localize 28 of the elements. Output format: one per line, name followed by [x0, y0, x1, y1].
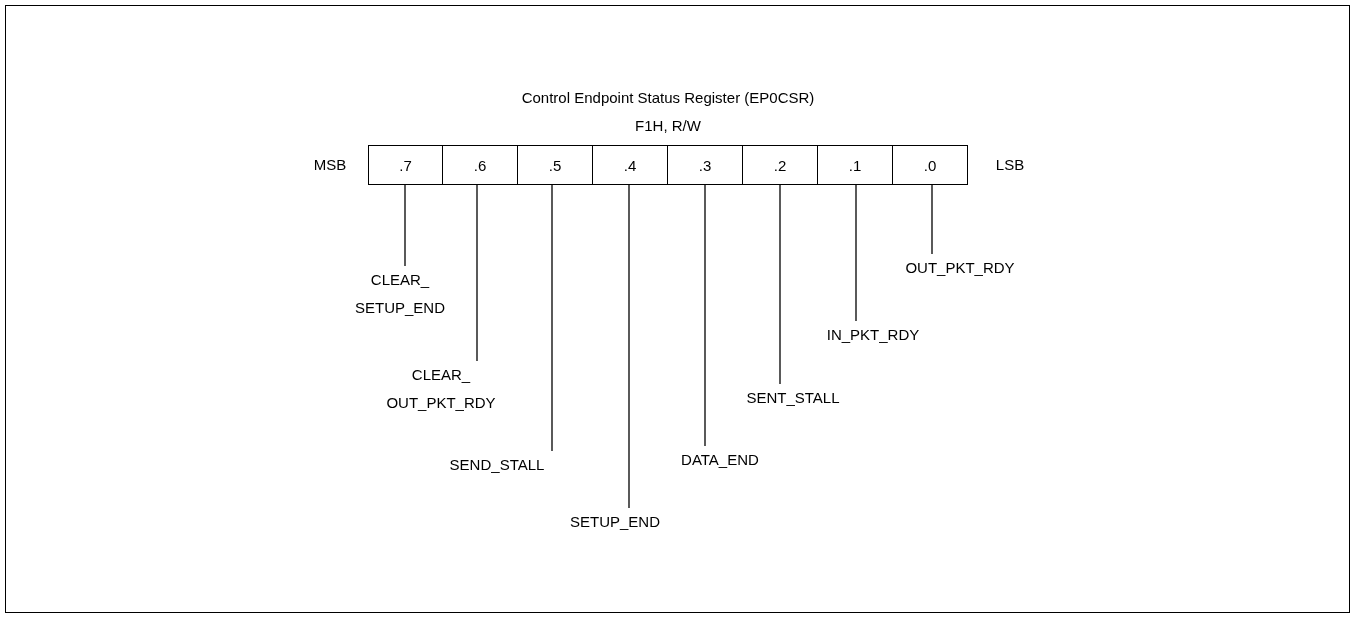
leader-line: [476, 184, 478, 362]
msb-label: MSB: [312, 156, 348, 173]
bit-field-name: SENT_STALL: [728, 384, 858, 412]
register-bit-cell: .5: [517, 145, 593, 185]
leader-line: [628, 184, 630, 509]
leader-line: [779, 184, 781, 385]
leader-line: [704, 184, 706, 447]
bit-field-name: SEND_STALL: [432, 451, 562, 479]
bit-field-name: CLEAR_ SETUP_END: [350, 266, 450, 322]
bit-field-name: OUT_PKT_RDY: [895, 254, 1025, 282]
leader-line: [931, 184, 933, 255]
leader-line: [855, 184, 857, 322]
register-bit-cell: .1: [817, 145, 893, 185]
register-bit-cell: .4: [592, 145, 668, 185]
register-bit-cell: .0: [892, 145, 968, 185]
bit-field-name: CLEAR_ OUT_PKT_RDY: [376, 361, 506, 417]
register-bit-cell: .2: [742, 145, 818, 185]
bit-field-name: DATA_END: [655, 446, 785, 474]
register-bit-cell: .3: [667, 145, 743, 185]
bit-field-name: IN_PKT_RDY: [808, 321, 938, 349]
lsb-label: LSB: [994, 156, 1026, 173]
diagram-title: Control Endpoint Status Register (EP0CSR): [520, 89, 816, 106]
register-bit-cell: .6: [442, 145, 518, 185]
leader-line: [404, 184, 406, 267]
bit-field-name: SETUP_END: [550, 508, 680, 536]
register-address-label: F1H, R/W: [634, 117, 702, 134]
register-bit-cell: .7: [368, 145, 443, 185]
leader-line: [551, 184, 553, 452]
